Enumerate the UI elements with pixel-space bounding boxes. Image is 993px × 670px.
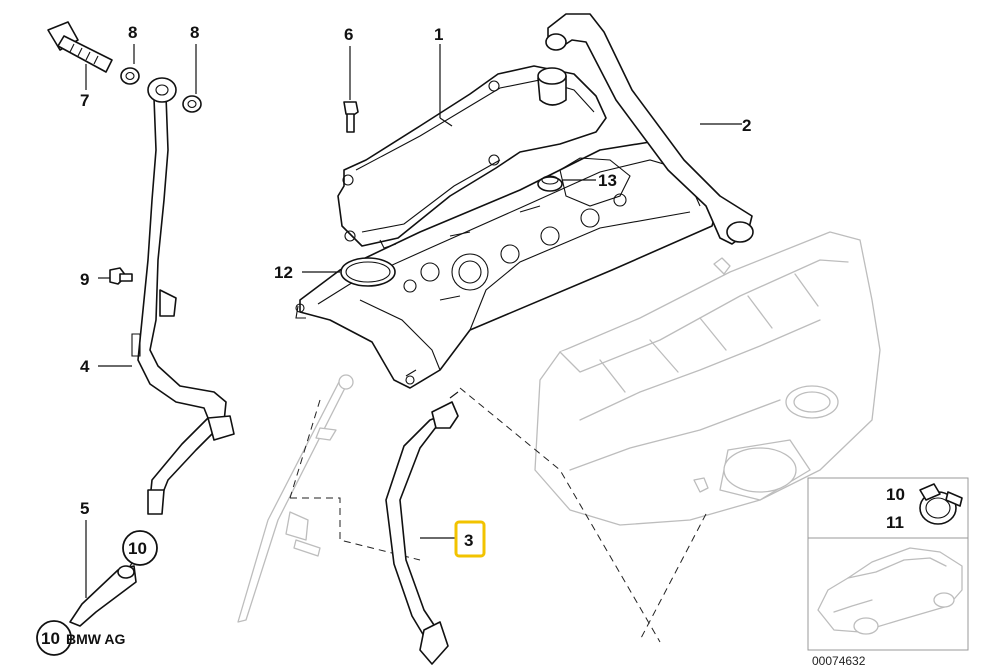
gasket-ring [340,257,396,287]
hose-clamp-icon [919,483,963,525]
callout-13: 13 [598,171,617,190]
callout-11: 11 [886,513,904,532]
copyright-text: BMW AG [66,631,125,647]
callout-6: 6 [344,25,353,44]
bolt-6 [343,101,359,133]
callout-10-circle: 10 [122,530,158,566]
callout-8b: 8 [190,23,199,42]
sealing-ring-1 [120,67,140,85]
grommet [537,175,563,192]
sealing-ring-2 [182,95,202,113]
callout-8a: 8 [128,23,137,42]
vent-hose [545,13,754,245]
callout-9: 9 [80,270,89,289]
callout-labels: 1 2 6 13 12 8 8 7 9 4 5 [80,23,751,518]
screw-9 [109,267,133,285]
callout-10b: 10 [886,485,905,504]
banjo-fitting [147,77,177,103]
callout-10c: 10 [41,629,60,648]
copyright-block: 10 BMW AG [36,620,125,656]
oil-separator-cover [337,65,607,249]
callout-5: 5 [80,499,89,518]
callout-2: 2 [742,116,751,135]
callout-3-highlight: 3 [454,520,486,558]
hose-5 [69,565,137,627]
callout-1: 1 [434,25,443,44]
callout-10a: 10 [128,539,147,558]
inset-panel: 10 11 [807,477,969,651]
banjo-bolt [47,21,113,73]
car-outline-icon [817,547,963,635]
reference-lines [289,387,707,643]
leader-lines [85,44,742,598]
callout-4: 4 [80,357,90,376]
drawing-number: 00074632 [812,654,866,668]
callout-12: 12 [274,263,293,282]
callout-3: 3 [464,531,473,550]
vent-hose-3 [385,391,459,665]
callout-7: 7 [80,91,89,110]
pipe-4 [131,95,235,515]
intake-manifold-ghost [534,231,881,526]
dipstick-guide-ghost [237,374,354,623]
highlight-box [454,520,486,558]
